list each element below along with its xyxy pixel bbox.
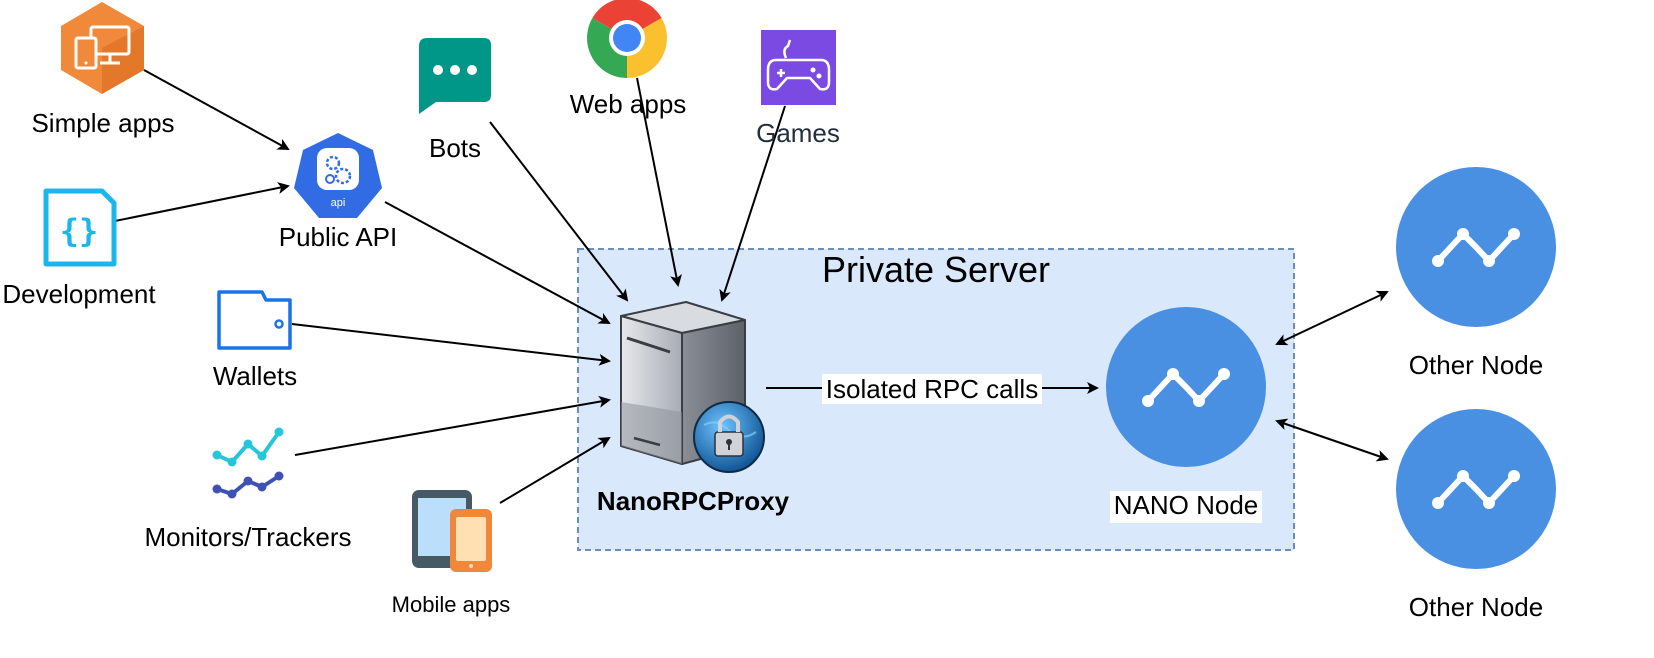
chat-bubble-icon [419,38,491,114]
mobile-apps-label: Mobile apps [392,592,511,617]
nano-node-label: NANO Node [1114,490,1259,520]
line-chart-icon [212,427,284,499]
mobile-devices-icon [412,490,492,572]
gamepad-icon [761,30,836,105]
edge-nano-node-other-node-2 [1275,418,1389,462]
node-nanorpcproxy[interactable]: NanoRPCProxy [597,301,790,516]
node-simple-apps[interactable]: Simple apps [31,2,175,138]
edge-monitors-to-proxy [294,395,611,456]
node-monitors[interactable]: Monitors/Trackers [144,427,352,553]
simple-apps-label: Simple apps [31,108,174,138]
nanorpcproxy-label: NanoRPCProxy [597,486,790,516]
wallets-label: Wallets [213,361,297,391]
node-games[interactable]: Games [756,30,840,148]
node-mobile-apps[interactable]: Mobile apps [392,490,511,617]
svg-text:api: api [331,197,346,209]
node-bots[interactable]: Bots [419,38,491,163]
other-node-1-label: Other Node [1409,350,1543,380]
edge-nano-node-other-node-1 [1275,290,1389,346]
node-other-node-1[interactable]: Other Node [1396,167,1556,380]
nano-logo-icon [1396,409,1556,569]
rpc-edge-label-text: Isolated RPC calls [826,374,1038,404]
edge-games-to-proxy [719,105,786,302]
json-file-icon: {} [43,188,117,267]
bots-label: Bots [429,133,481,163]
chrome-browser-icon [587,0,667,78]
node-wallets[interactable]: Wallets [213,290,297,391]
public-api-label: Public API [279,222,398,252]
rpc-edge-label: Isolated RPC calls [822,374,1042,404]
edge-public-api-to-proxy [384,201,611,324]
games-label: Games [756,118,840,148]
secure-server-icon [620,301,765,473]
private-server-title: Private Server [822,249,1050,290]
edge-web-apps-to-proxy [636,77,682,287]
kubernetes-api-icon: api [294,133,382,218]
nano-logo-icon [1106,307,1266,467]
wallet-icon [217,290,292,350]
other-node-2-label: Other Node [1409,592,1543,622]
monitors-label: Monitors/Trackers [144,522,351,552]
node-development[interactable]: {} Development [2,188,156,309]
node-other-node-2[interactable]: Other Node [1396,409,1556,622]
edge-mobile-apps-to-proxy [499,436,611,504]
edge-bots-to-proxy [489,121,629,302]
edge-wallets-to-proxy [291,323,611,366]
edge-simple-apps-to-public-api [143,69,290,150]
node-web-apps[interactable]: Web apps [570,0,687,119]
node-public-api[interactable]: api Public API [279,133,398,252]
edge-development-to-public-api [114,182,290,222]
svg-text:{}: {} [60,212,99,250]
desktop-devices-icon [61,2,144,94]
nano-logo-icon [1396,167,1556,327]
development-label: Development [2,279,156,309]
web-apps-label: Web apps [570,89,687,119]
node-nano-node[interactable]: NANO Node [1106,307,1266,523]
